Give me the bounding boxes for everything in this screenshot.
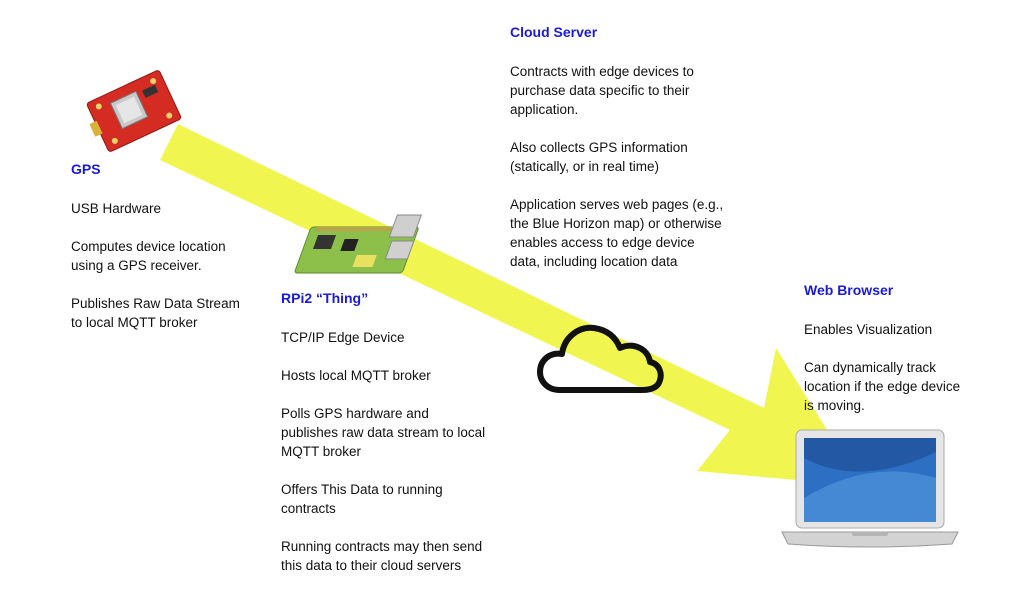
web-line: Enables Visualization xyxy=(804,322,933,337)
gps-module-icon xyxy=(86,70,182,152)
gps-line: Computes device location using a GPS rec… xyxy=(71,239,226,273)
web-browser-description: Web Browser Enables Visualization Can dy… xyxy=(804,281,964,434)
cloud-line: Application serves web pages (e.g., the … xyxy=(510,197,724,269)
cloud-line: Contracts with edge devices to purchase … xyxy=(510,64,694,117)
gps-line: USB Hardware xyxy=(71,201,162,216)
raspberry-pi-board-icon xyxy=(294,214,423,274)
cloud-line: Also collects GPS information (staticall… xyxy=(510,140,688,174)
web-title: Web Browser xyxy=(804,282,894,298)
rpi-line: Polls GPS hardware and publishes raw dat… xyxy=(281,406,486,459)
web-line: Can dynamically track location if the ed… xyxy=(804,360,961,413)
cloud-server-description: Cloud Server Contracts with edge devices… xyxy=(510,23,725,290)
rpi-line: Offers This Data to running contracts xyxy=(281,482,443,516)
rpi-line: Hosts local MQTT broker xyxy=(281,368,431,383)
gps-line: Publishes Raw Data Stream to local MQTT … xyxy=(71,296,240,330)
gps-title: GPS xyxy=(71,161,101,177)
gps-description: GPS USB Hardware Computes device locatio… xyxy=(71,160,241,351)
rpi-description: RPi2 “Thing” TCP/IP Edge Device Hosts lo… xyxy=(281,289,486,594)
cloud-icon xyxy=(537,324,664,393)
rpi-title: RPi2 “Thing” xyxy=(281,290,369,306)
rpi-line: Running contracts may then send this dat… xyxy=(281,539,483,573)
rpi-line: TCP/IP Edge Device xyxy=(281,330,405,345)
laptop-icon xyxy=(781,429,959,548)
cloud-title: Cloud Server xyxy=(510,24,598,40)
